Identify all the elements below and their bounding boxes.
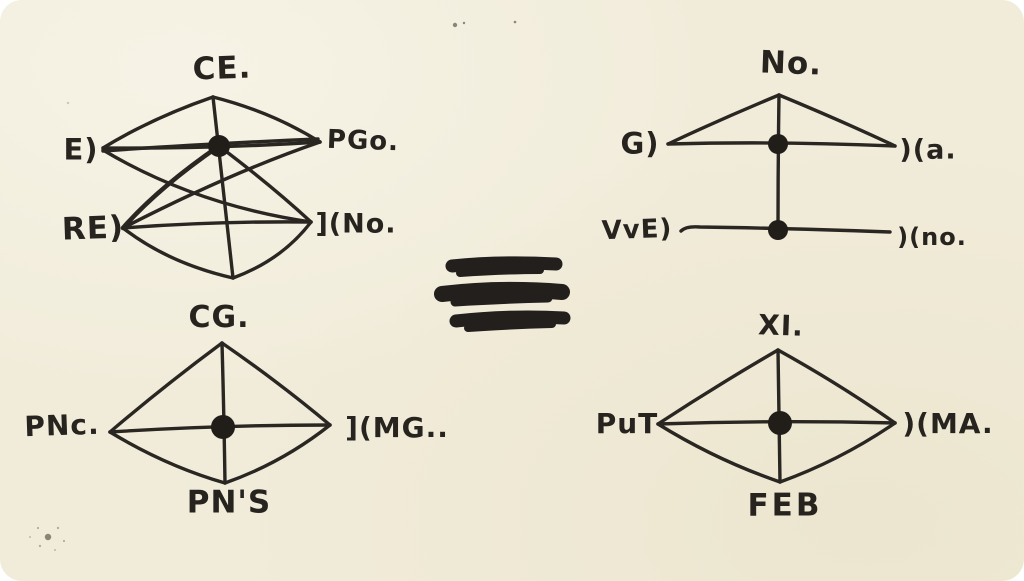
top-left-top-label: CE. (192, 49, 252, 88)
top-right-low-right-label: )(no. (897, 223, 967, 251)
top-right-upper-dot (768, 134, 788, 154)
paper-specks (29, 20, 952, 551)
bottom-right-left-label: PuT (595, 407, 659, 440)
top-right-lower-dot (768, 220, 788, 240)
equals-sign (434, 256, 571, 332)
bottom-left-bottom-label: PN'S (186, 484, 272, 521)
bottom-right-center-dot (768, 411, 792, 435)
top-left-mid-right-label: PGo. (326, 124, 400, 158)
top-left-low-left-label: RE) (61, 209, 125, 248)
bottom-left-diagram (108, 341, 332, 485)
bottom-right-diagram (656, 348, 897, 484)
top-right-low-left-label: VvE) (601, 213, 673, 247)
bottom-left-center-dot (211, 415, 235, 439)
top-right-mid-right-label: )(a. (899, 134, 957, 166)
bottom-left-left-label: PNc. (23, 407, 101, 444)
top-left-diagram (101, 95, 322, 280)
top-left-low-right-label: ](No. (315, 208, 397, 240)
bottom-left-top-label: CG. (188, 300, 250, 335)
bottom-right-right-label: )(MA. (902, 407, 994, 440)
top-left-center-dot (208, 135, 230, 157)
bottom-right-bottom-label: FEB (747, 487, 823, 524)
top-left-mid-left-label: E) (63, 132, 99, 167)
bottom-left-right-label: ](MG.. (345, 411, 449, 444)
bottom-right-top-label: XI. (757, 308, 805, 343)
top-right-top-label: No. (759, 44, 823, 83)
top-right-diagram (666, 93, 897, 240)
top-right-mid-left-label: G) (620, 126, 660, 161)
